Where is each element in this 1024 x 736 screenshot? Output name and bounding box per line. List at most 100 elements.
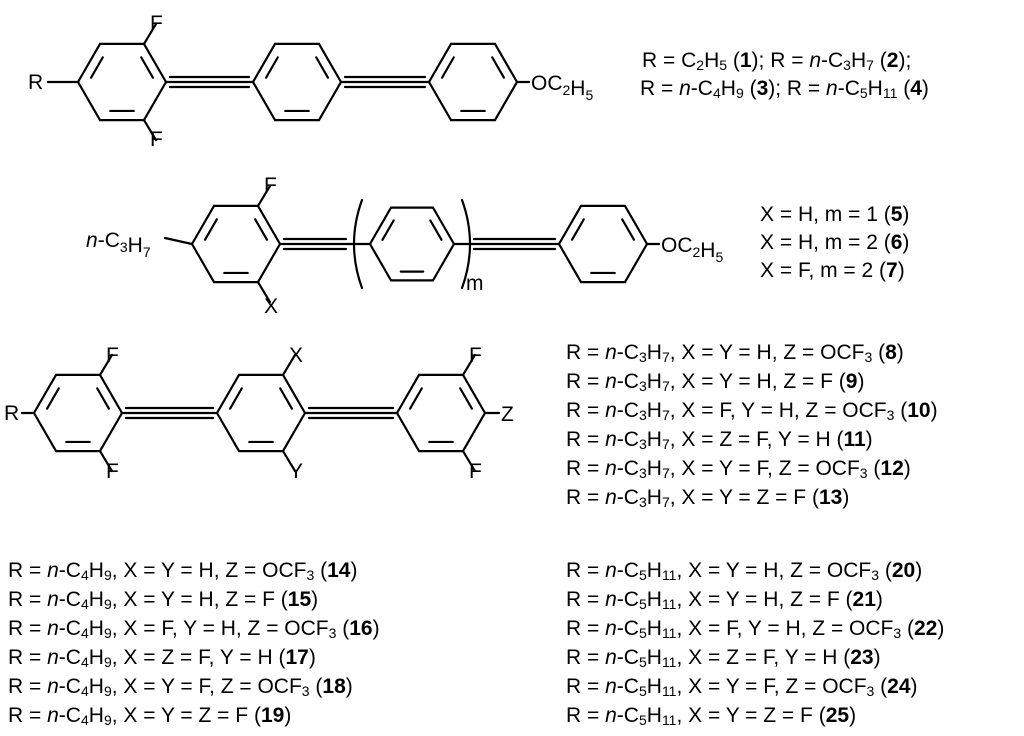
compound-definition: R = n-C5H11, X = Z = F, Y = H (23) xyxy=(566,646,881,670)
ring-g-bond xyxy=(98,373,124,415)
f-bond xyxy=(98,353,114,376)
bracket-left xyxy=(352,198,364,290)
ring-a-bond xyxy=(142,80,168,122)
compound-definition: R = n-C3H7, X = Y = Z = F (13) xyxy=(566,486,850,510)
ring-c-bond xyxy=(493,80,519,122)
x-label: X xyxy=(289,344,303,367)
compound-definition: X = F, m = 2 (7) xyxy=(760,259,905,282)
bracket-right xyxy=(460,198,472,290)
ring-c-bond xyxy=(493,42,519,84)
ring-f-inner-bond xyxy=(570,218,585,241)
ring-c-bond xyxy=(427,42,453,84)
compound-definition: R = n-C5H11, X = F, Y = H, Z = OCF3 (22) xyxy=(566,617,945,641)
compound-definition: R = n-C5H11, X = Y = H, Z = OCF3 (20) xyxy=(566,559,923,583)
compound-definition: R = n-C3H7, X = Z = F, Y = H (11) xyxy=(566,428,873,452)
ring-e-bond xyxy=(431,206,456,246)
ring-h-bond xyxy=(215,411,241,453)
compound-definition: R = n-C4H9, X = F, Y = H, Z = OCF3 (16) xyxy=(8,617,380,641)
ring-f-bond xyxy=(623,242,649,284)
ring-g-inner-bond xyxy=(45,387,60,410)
x-label: X xyxy=(264,295,278,318)
compound-definition: R = n-C3H7, X = Y = F, Z = OCF3 (12) xyxy=(566,457,911,481)
y-label: Y xyxy=(289,460,303,483)
ring-f-bond xyxy=(557,204,583,246)
ring-b-bond xyxy=(317,42,343,84)
ring-g-bond xyxy=(32,373,58,415)
ring-d-inner-bond xyxy=(254,218,269,241)
ring-h-bond xyxy=(281,411,307,453)
ring-f-bond xyxy=(557,242,583,284)
ethoxy-label: OC2H5 xyxy=(531,72,593,103)
ring-c-inner-bond xyxy=(440,56,455,79)
propyl-bond xyxy=(163,236,194,246)
compound-definition: R = n-C4H9, X = Z = F, Y = H (17) xyxy=(8,646,316,670)
compound-definition: R = n-C5H11, X = Y = H, Z = F (21) xyxy=(566,588,883,612)
r-label: R xyxy=(28,71,43,94)
ring-b-bond xyxy=(251,80,277,122)
compound-definition: R = n-C4H9 (3); R = n-C5H11 (4) xyxy=(640,77,929,101)
ring-i-bond xyxy=(461,373,487,415)
ring-i-bond xyxy=(395,373,421,415)
compound-definition: R = n-C3H7, X = F, Y = H, Z = OCF3 (10) xyxy=(566,399,938,423)
ring-i-bond xyxy=(395,411,421,453)
fluorine-label: F xyxy=(150,12,163,35)
f-bond xyxy=(256,184,272,207)
ring-a-bond xyxy=(76,80,102,122)
ring-h-inner-bond xyxy=(279,387,294,410)
ethoxy-label: OC2H5 xyxy=(661,234,723,265)
compound-definition: R = C2H5 (1); R = n-C3H7 (2); xyxy=(642,49,912,73)
ring-b-bond xyxy=(317,80,343,122)
f-bond xyxy=(98,450,114,473)
bond-lines xyxy=(20,22,661,473)
fluorine-label: F xyxy=(106,344,119,367)
compound-definition: R = n-C3H7, X = Y = H, Z = OCF3 (8) xyxy=(566,341,904,365)
y-bond xyxy=(281,450,297,473)
ring-h-inner-bond xyxy=(228,387,243,410)
ring-i-bond xyxy=(461,411,487,453)
ring-e-inner-bond xyxy=(381,219,395,241)
ring-e-inner-bond xyxy=(429,219,443,241)
z-label: Z xyxy=(501,403,514,426)
compound-definition: X = H, m = 2 (6) xyxy=(760,231,910,254)
ring-b-inner-bond xyxy=(264,56,279,79)
fluorine-label: F xyxy=(469,344,482,367)
ring-a-bond xyxy=(76,42,102,84)
ring-c-inner-bond xyxy=(491,56,506,79)
ring-a-inner-bond xyxy=(89,56,104,79)
ring-h-bond xyxy=(281,373,307,415)
propyl-label: n-C3H7 xyxy=(86,229,151,260)
ring-d-bond xyxy=(256,242,282,284)
compound-definition: R = n-C3H7, X = Y = H, Z = F (9) xyxy=(566,370,865,394)
ring-g-bond xyxy=(98,411,124,453)
ring-c-bond xyxy=(427,80,453,122)
ring-f-inner-bond xyxy=(621,218,636,241)
fluorine-label: F xyxy=(106,460,119,483)
ring-a-bond xyxy=(142,42,168,84)
fluorine-label: F xyxy=(264,174,277,197)
compound-definition: R = n-C4H9, X = Y = Z = F (19) xyxy=(8,704,292,728)
compound-definition: R = n-C4H9, X = Y = H, Z = OCF3 (14) xyxy=(8,559,358,583)
compound-definition: X = H, m = 1 (5) xyxy=(760,203,910,226)
f-bond xyxy=(142,22,158,45)
f-bond xyxy=(461,353,477,376)
ring-a-inner-bond xyxy=(140,56,155,79)
ring-e-bond xyxy=(368,206,393,246)
ring-e-bond xyxy=(368,242,393,282)
ring-g-inner-bond xyxy=(96,387,111,410)
repeat-m-label: m xyxy=(466,272,484,295)
ring-b-bond xyxy=(251,42,277,84)
compound-definition: R = n-C4H9, X = Y = F, Z = OCF3 (18) xyxy=(8,675,353,699)
ring-i-inner-bond xyxy=(459,387,474,410)
compound-definition: R = n-C4H9, X = Y = H, Z = F (15) xyxy=(8,588,319,612)
ring-f-bond xyxy=(623,204,649,246)
ring-i-inner-bond xyxy=(408,387,423,410)
compound-definition: R = n-C5H11, X = Y = F, Z = OCF3 (24) xyxy=(566,675,918,699)
f-bond xyxy=(461,450,477,473)
ring-g-bond xyxy=(32,411,58,453)
x-bond xyxy=(256,281,272,304)
ring-d-bond xyxy=(190,242,216,284)
ring-b-inner-bond xyxy=(315,56,330,79)
